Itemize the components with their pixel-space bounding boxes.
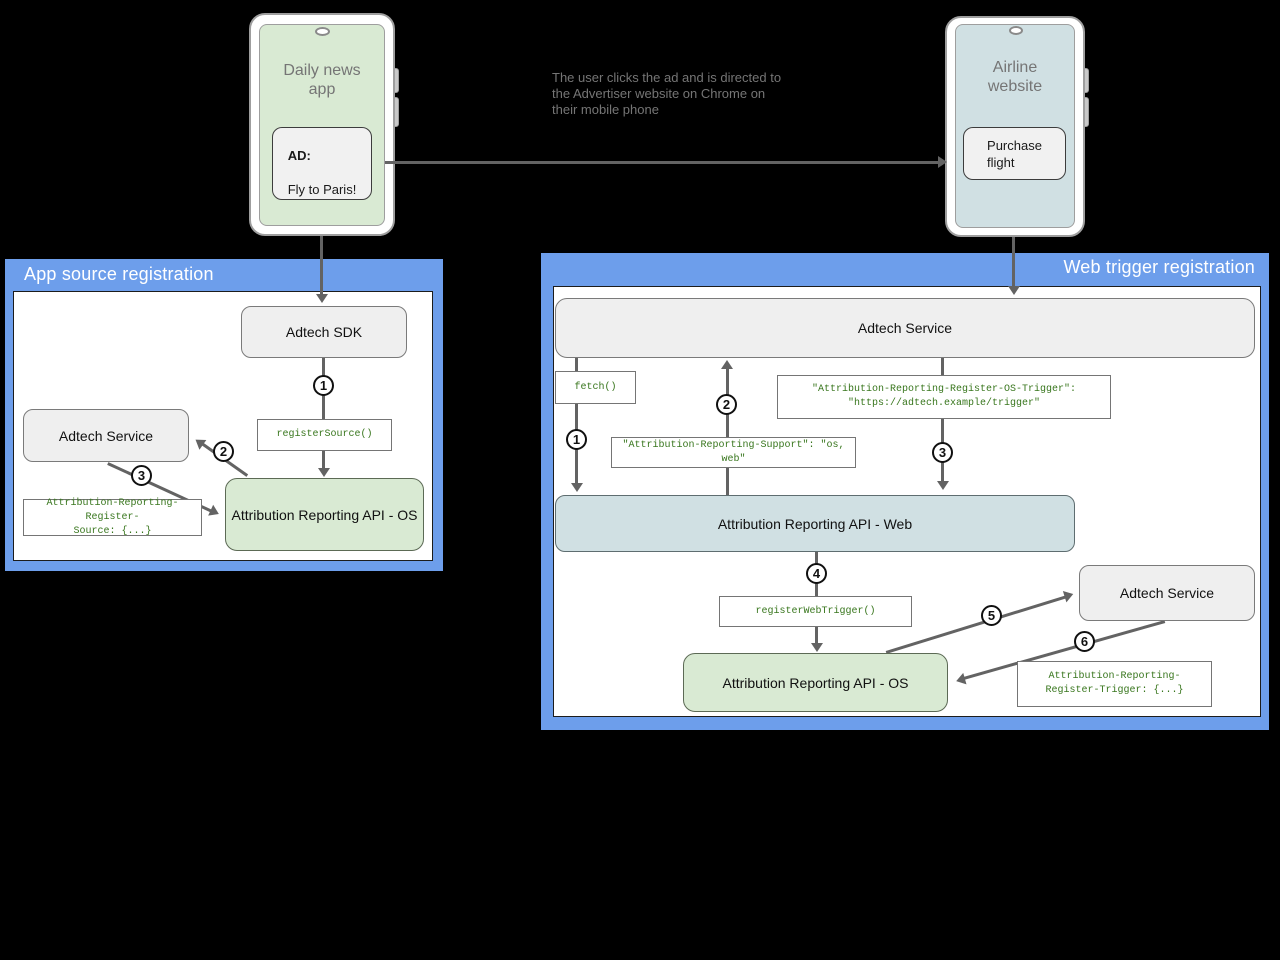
register-web-trigger-code-box: registerWebTrigger() [719,596,912,627]
step-circle-3-left: 3 [131,465,152,486]
fetch-label: fetch() [574,381,617,393]
ad-card[interactable]: AD: Fly to Paris! [272,127,372,200]
step-circle-4-right: 4 [806,563,827,584]
attribution-api-os-box-right: Attribution Reporting API - OS [683,653,948,712]
adtech-sdk-label: Adtech SDK [285,324,363,340]
step-circle-1-right: 1 [566,429,587,450]
register-source-header-box: Attribution-Reporting-Register- Source: … [23,497,202,537]
adtech-service-box-top: Adtech Service [555,298,1255,358]
attribution-api-web-box: Attribution Reporting API - Web [555,495,1075,552]
airline-phone-screen: Airline website [955,24,1075,228]
os-trigger-header-box: "Attribution-Reporting-Register-OS-Trigg… [777,375,1111,419]
daily-news-app-title: Daily news app [283,62,361,98]
ad-card-heading: AD: [287,147,311,163]
adtech-service-bottom-label: Adtech Service [1119,585,1215,601]
step-circle-5-right: 5 [981,605,1002,626]
step-circle-2-left: 2 [213,441,234,462]
step-circle-2-right: 2 [716,394,737,415]
fetch-code-box: fetch() [555,371,636,404]
adtech-service-top-label: Adtech Service [857,320,953,336]
support-header-label: "Attribution-Reporting-Support": "os, we… [622,439,845,465]
airline-website-title: Airline website [987,59,1043,95]
adtech-service-label: Adtech Service [58,427,154,444]
adtech-service-box-left: Adtech Service [23,409,189,462]
step-circle-6-right: 6 [1074,631,1095,652]
os-trigger-header-label: "Attribution-Reporting-Register-OS-Trigg… [811,384,1077,409]
register-source-header-label: Attribution-Reporting-Register- Source: … [46,497,179,537]
ad-card-text: AD: Fly to Paris! [288,130,357,198]
web-trigger-panel-title: Web trigger registration [1063,257,1255,277]
attribution-api-os-right-label: Attribution Reporting API - OS [722,674,909,691]
purchase-flight-label: Purchase flight [987,137,1042,170]
phone-camera-icon [1009,26,1023,35]
app-source-panel-title: App source registration [24,264,214,284]
attribution-api-os-label: Attribution Reporting API - OS [231,506,418,523]
support-header-box: "Attribution-Reporting-Support": "os, we… [611,437,856,468]
step-circle-3-right: 3 [932,442,953,463]
register-trigger-header-label: Attribution-Reporting- Register-Trigger:… [1045,671,1184,696]
user-click-annotation: The user clicks the ad and is directed t… [552,70,782,117]
adtech-service-box-bottom: Adtech Service [1079,565,1255,621]
step-circle-1-left: 1 [313,375,334,396]
register-source-code-box: registerSource() [257,419,392,451]
phone-camera-icon [315,27,330,36]
purchase-flight-button[interactable]: Purchase flight [963,127,1066,180]
register-source-label: registerSource() [276,429,373,440]
attribution-api-web-label: Attribution Reporting API - Web [717,515,913,532]
register-web-trigger-label: registerWebTrigger() [755,605,876,617]
register-trigger-header-box: Attribution-Reporting- Register-Trigger:… [1017,661,1212,707]
adtech-sdk-box: Adtech SDK [241,306,407,358]
ad-card-body: Fly to Paris! [287,181,357,197]
attribution-api-os-box-left: Attribution Reporting API - OS [225,478,424,551]
